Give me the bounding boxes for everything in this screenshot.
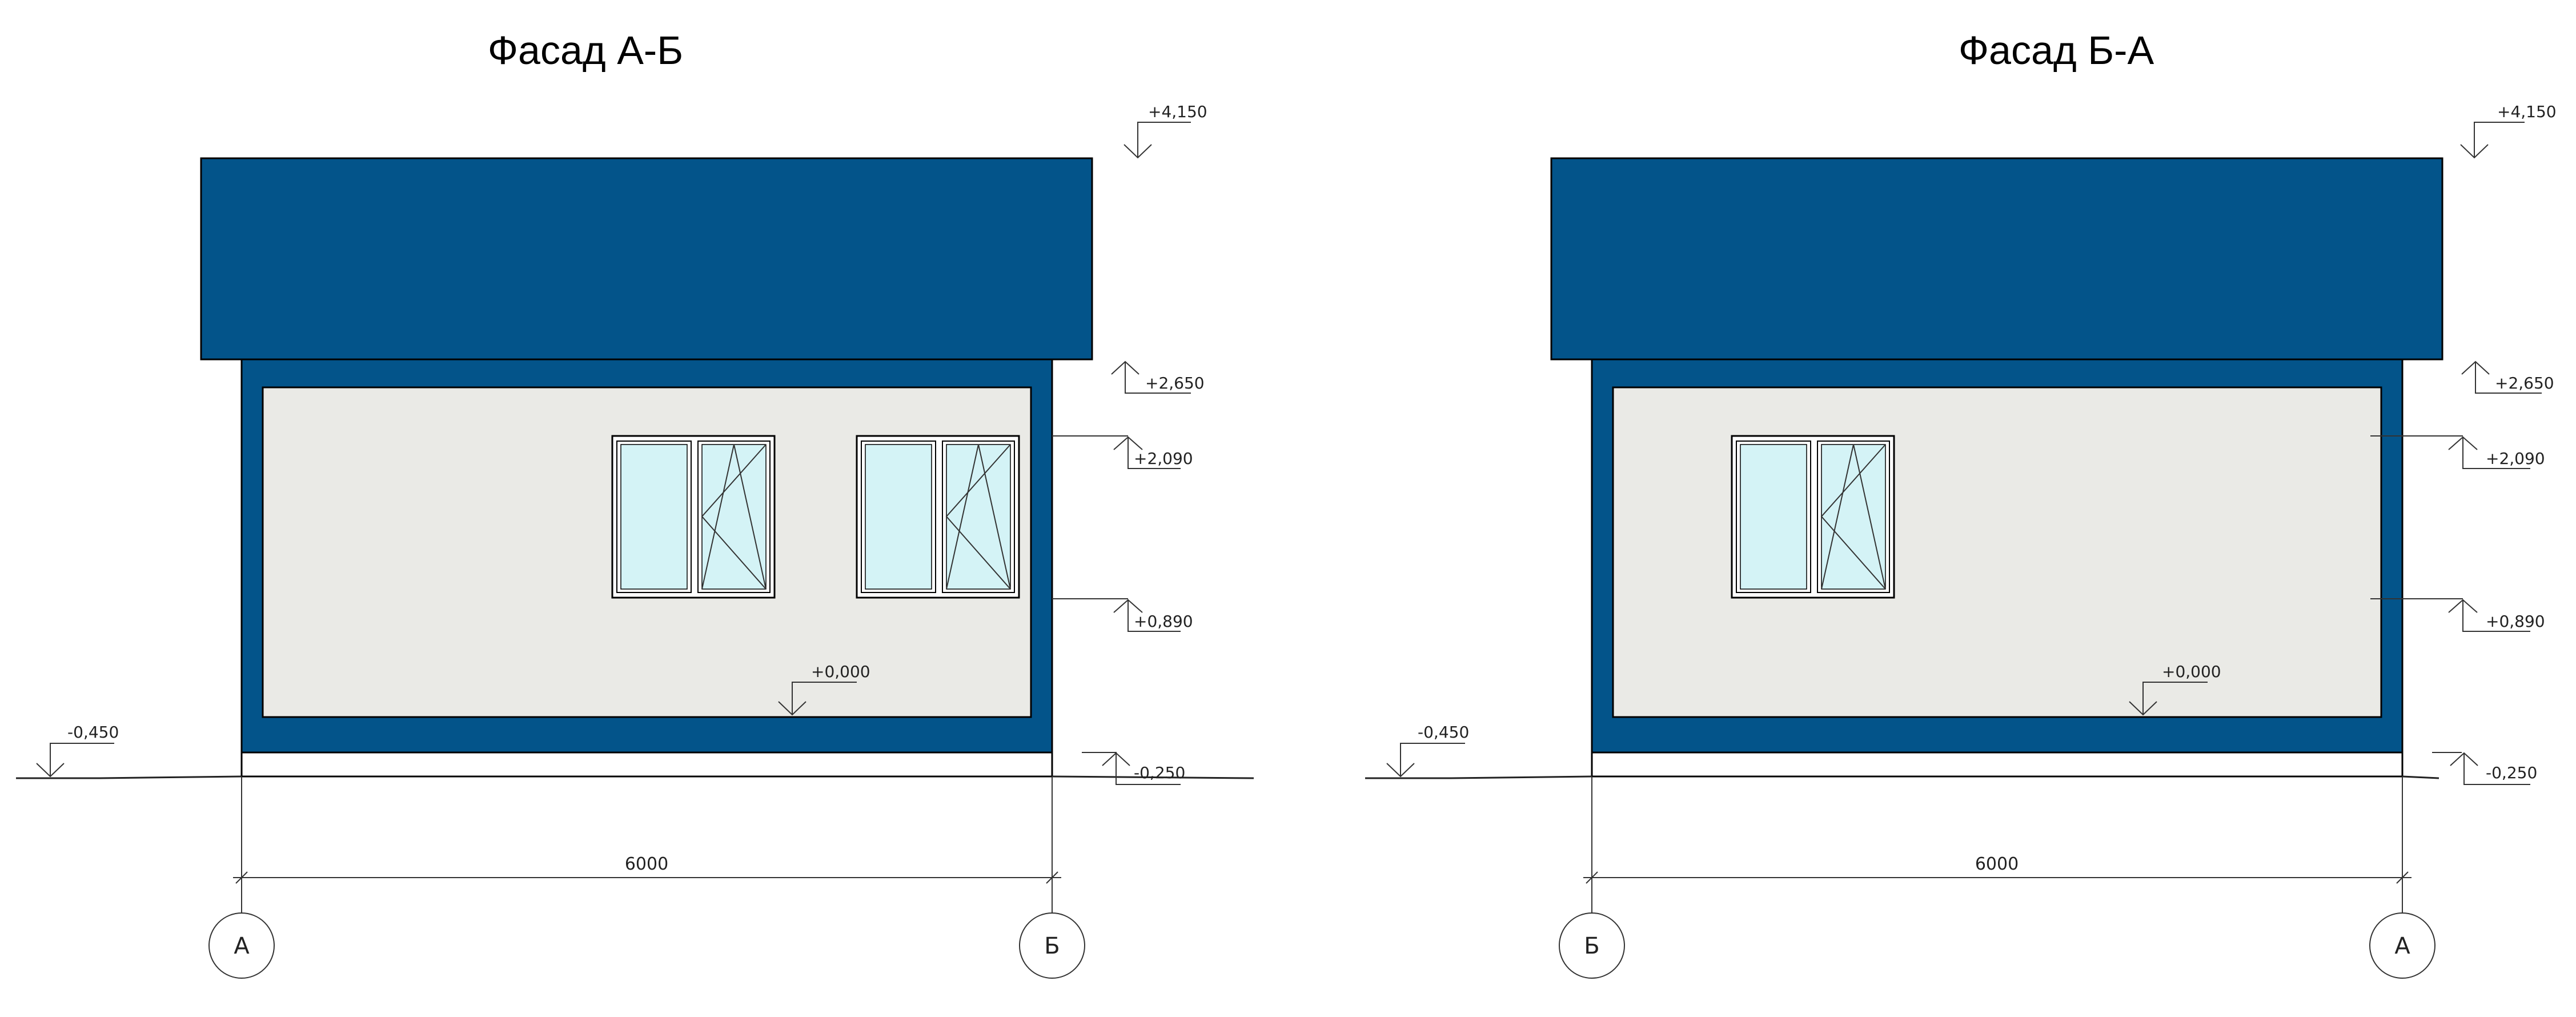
window [1731, 435, 1895, 599]
plinth [240, 751, 1053, 778]
level-mark-top: +4,150 [1124, 102, 1207, 159]
axis-label: А [2394, 933, 2410, 959]
level-label: -0,450 [67, 723, 119, 742]
level-label: +4,150 [1148, 102, 1207, 121]
level-label: +0,890 [2486, 612, 2545, 631]
level-mark-ground: -0,450 [1386, 723, 1469, 778]
plinth [1591, 751, 2404, 778]
dimension-6000: 6000 [1583, 776, 2412, 914]
window [611, 435, 776, 599]
facade-title: Фасад Б-А [1959, 28, 2154, 73]
roof [200, 157, 1093, 361]
level-label: +2,650 [1145, 374, 1205, 393]
ground-line [1365, 775, 2439, 779]
dimension-label: 6000 [1975, 854, 2019, 874]
axis-label: Б [1044, 933, 1060, 959]
level-mark-floor: +0,000 [2129, 662, 2221, 716]
axis-marker: Б [1019, 912, 1085, 979]
level-label: +0,890 [1134, 612, 1193, 631]
level-mark-window-bottom: +0,890 [1052, 598, 1193, 632]
axis-marker: А [208, 912, 275, 979]
axis-label: Б [1584, 933, 1599, 959]
level-label: +0,000 [811, 662, 870, 681]
axis-label: А [234, 933, 250, 959]
facade-a-b: Фасад А-Б [16, 28, 1254, 979]
level-mark-window-top: +2,090 [2370, 435, 2545, 469]
level-mark-plinth: -0,250 [2432, 752, 2537, 785]
facade-title: Фасад А-Б [488, 28, 683, 73]
level-mark-ground: -0,450 [36, 723, 119, 778]
level-label: +2,090 [1134, 449, 1193, 468]
level-mark-window-top: +2,090 [1052, 435, 1193, 469]
ground-line [16, 775, 1254, 779]
wall-panel [1612, 386, 2382, 718]
axis-marker: А [2369, 912, 2435, 979]
dimension-6000: 6000 [233, 776, 1061, 914]
level-mark-eave: +2,650 [1111, 361, 1205, 394]
window [856, 435, 1020, 599]
level-label: -0,250 [2486, 763, 2537, 782]
level-label: -0,250 [1134, 763, 1185, 782]
level-label: -0,450 [1418, 723, 1469, 742]
level-label: +2,090 [2486, 449, 2545, 468]
level-label: +4,150 [2497, 102, 2557, 121]
facade-b-a: Фасад Б-А +4,150 +2,650 +2,090 [1365, 28, 2557, 979]
level-mark-plinth: -0,250 [1082, 752, 1185, 785]
axis-marker: Б [1559, 912, 1625, 979]
roof [1550, 157, 2443, 361]
level-label: +2,650 [2495, 374, 2554, 393]
dimension-label: 6000 [625, 854, 668, 874]
level-mark-top: +4,150 [2460, 102, 2557, 159]
level-mark-window-bottom: +0,890 [2370, 598, 2545, 632]
level-mark-eave: +2,650 [2461, 361, 2554, 394]
level-label: +0,000 [2162, 662, 2221, 681]
level-mark-floor: +0,000 [778, 662, 870, 716]
